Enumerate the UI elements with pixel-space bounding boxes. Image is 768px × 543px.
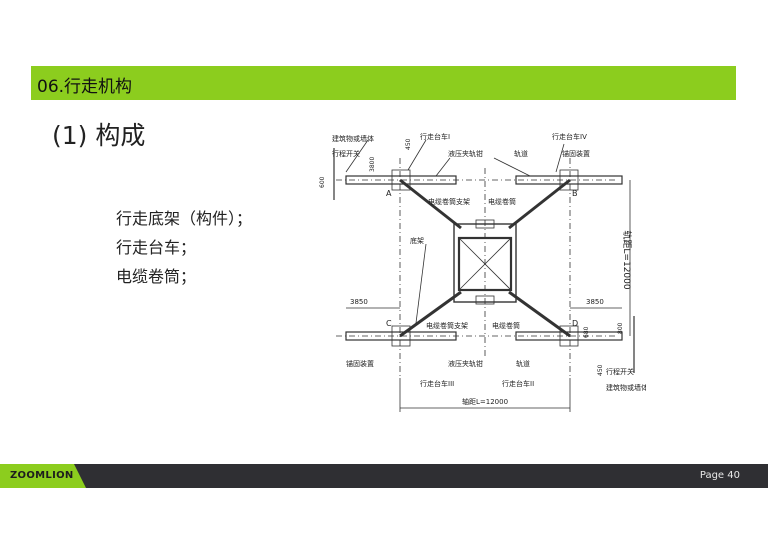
label-dim-3850-left: 3850 [350,298,368,306]
label-bogie-1: 行走台车I [420,132,450,141]
base-frame-cross [458,237,512,291]
label-cable-reel-top: 电缆卷筒 [488,197,516,206]
footer-bar: ZOOMLION Page 40 [0,464,768,488]
base-frame-outer [453,223,517,303]
cable-reel-top-shape [475,219,495,229]
leader-line [555,143,565,173]
label-travel-switch-tl: 行程开关 [332,149,360,158]
component-list: 行走底架（构件）； 行走台车； 电缆卷筒； [116,204,252,291]
label-dim-450-top: 450 [405,138,412,150]
leader-line [435,157,451,177]
slide-heading: (1) 构成 [52,121,146,150]
label-wheelbase: 轴距L=12000 [462,397,508,406]
label-bogie-2: 行走台车II [502,379,534,388]
bogie-3-shape [345,331,457,341]
label-rail-bottom: 轨道 [516,359,530,368]
label-building-wall-tl: 建筑物或墙体 [332,134,374,143]
leader-line [493,157,531,177]
label-corner-a: A [386,189,392,198]
label-base-frame: 底架 [410,236,424,245]
bogie-4-body [559,169,579,191]
label-dim-450-bottom: 450 [597,364,604,376]
label-building-wall-br: 建筑物或墙体 [606,383,646,392]
list-item: 行走台车； [116,238,197,257]
label-corner-c: C [386,319,392,328]
label-cable-reel-bracket-bottom: 电缆卷筒支架 [426,321,468,330]
label-cable-reel-bracket-top: 电缆卷筒支架 [428,197,470,206]
label-dim-600: 600 [319,176,326,188]
cable-reel-bottom-shape [475,295,495,305]
label-corner-d: D [572,319,578,328]
bogie-1-shape [345,175,457,185]
label-dim-800: 800 [617,322,624,334]
label-travel-switch-br: 行程开关 [606,367,634,376]
section-title: 06.行走机构 [37,77,133,97]
bogie-4-shape [515,175,623,185]
leader-line [407,139,427,171]
bogie-2-shape [515,331,623,341]
leader-line [345,139,369,173]
label-hydraulic-clamp-bottom: 液压夹轨钳 [448,359,483,368]
label-dim-3850-right: 3850 [586,298,604,306]
section-header-bar: 06.行走机构 [31,66,736,100]
label-cable-reel-bottom: 电缆卷筒 [492,321,520,330]
bogie-2-body [559,325,579,347]
bogie-1-body [391,169,411,191]
logo-tab: ZOOMLION [0,464,86,488]
label-rail-top: 轨道 [514,149,528,158]
label-bogie-3: 行走台车III [420,379,454,388]
label-hydraulic-clamp-top: 液压夹轨钳 [448,149,483,158]
page-number: Page 40 [699,470,740,481]
label-gauge: 轨距L=12000 [621,230,633,289]
leader-line [415,243,427,324]
label-bogie-4: 行走台车IV [552,132,587,141]
label-anchor-device-top: 锚固装置 [562,149,590,158]
base-frame-core [457,236,513,292]
label-dim-3800: 3800 [369,157,376,172]
bogie-3-body [391,325,411,347]
company-logo: ZOOMLION [10,470,74,481]
label-anchor-device-bottom: 锚固装置 [346,359,374,368]
travel-mechanism-diagram: 建筑物或墙体 行程开关 行走台车I 液压夹轨钳 轨道 行走台车IV 锚固装置 电… [319,132,646,412]
label-dim-680: 680 [583,326,590,338]
label-corner-b: B [572,189,578,198]
list-item: 电缆卷筒； [116,267,197,286]
diagonal-brace [508,178,571,230]
list-item: 行走底架（构件）； [116,209,253,228]
